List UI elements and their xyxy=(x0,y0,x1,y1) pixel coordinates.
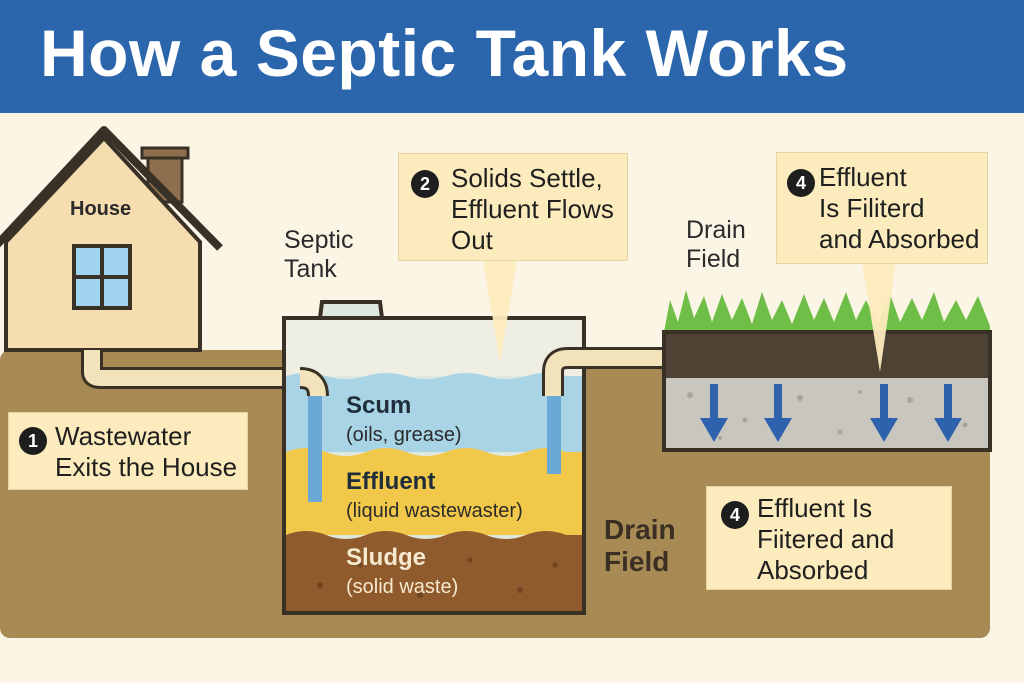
outlet-dip-tube xyxy=(547,392,561,474)
sludge-specks xyxy=(317,557,558,598)
grass xyxy=(664,290,990,334)
gravel-specks xyxy=(687,390,968,440)
drain-field xyxy=(662,290,992,452)
step-4-badge-bottom: 4 xyxy=(721,501,749,529)
tank-outline xyxy=(282,316,586,615)
house xyxy=(0,126,223,352)
drain-field-label-top: Drain Field xyxy=(686,216,746,273)
tank-lid xyxy=(317,300,385,320)
scum-layer xyxy=(286,373,582,452)
step-4-callout-top: 4 Effluent Is Filiterd and Absorbed xyxy=(776,152,988,264)
step-2-badge: 2 xyxy=(411,170,439,198)
step-1-callout: 1 Wastewater Exits the House xyxy=(8,412,248,490)
step-1-text: Wastewater Exits the House xyxy=(55,421,238,482)
drain-field-label-ground: Drain Field xyxy=(604,514,676,578)
effluent-label: Effluent xyxy=(346,468,436,495)
chimney-cap xyxy=(140,146,190,160)
down-arrow-icon xyxy=(700,384,962,442)
step-4-badge-top: 4 xyxy=(787,169,815,197)
septic-tank xyxy=(282,300,586,615)
septic-tank-label: Septic Tank xyxy=(284,226,354,283)
house-roof xyxy=(0,126,223,251)
step-1-badge: 1 xyxy=(19,427,47,455)
step-4-text-bottom: Effluent Is Fiitered and Absorbed xyxy=(757,493,895,585)
page-title: How a Septic Tank Works xyxy=(40,16,849,90)
sludge-label: Sludge xyxy=(346,544,427,571)
sludge-desc: (solid waste) xyxy=(346,576,459,598)
outlet-pipe xyxy=(545,350,676,396)
step-2-callout: 2 Solids Settle, Effluent Flows Out xyxy=(398,153,628,261)
step-4-pointer xyxy=(862,262,896,372)
effluent-desc: (liquid wastewaster) xyxy=(346,500,523,522)
house-window-icon xyxy=(72,244,132,310)
step-2-text: Solids Settle, Effluent Flows Out xyxy=(451,163,614,255)
effluent-layer xyxy=(286,448,582,535)
drain-field-outline xyxy=(662,330,992,452)
house-label: House xyxy=(70,198,132,220)
sludge-layer xyxy=(286,531,582,611)
title-banner: How a Septic Tank Works xyxy=(0,0,1024,113)
step-4-text-top: Effluent Is Filiterd and Absorbed xyxy=(819,162,980,254)
scum-label: Scum xyxy=(346,392,412,419)
inlet-dip-tube xyxy=(308,392,322,502)
step-2-pointer xyxy=(483,260,517,362)
topsoil xyxy=(664,332,990,378)
inlet-elbow xyxy=(299,370,326,397)
tank-air-space xyxy=(286,320,582,376)
scum-desc: (oils, grease) xyxy=(346,424,462,446)
inlet-pipe xyxy=(84,350,300,386)
step-4-callout-bottom: 4 Effluent Is Fiitered and Absorbed xyxy=(706,486,952,590)
